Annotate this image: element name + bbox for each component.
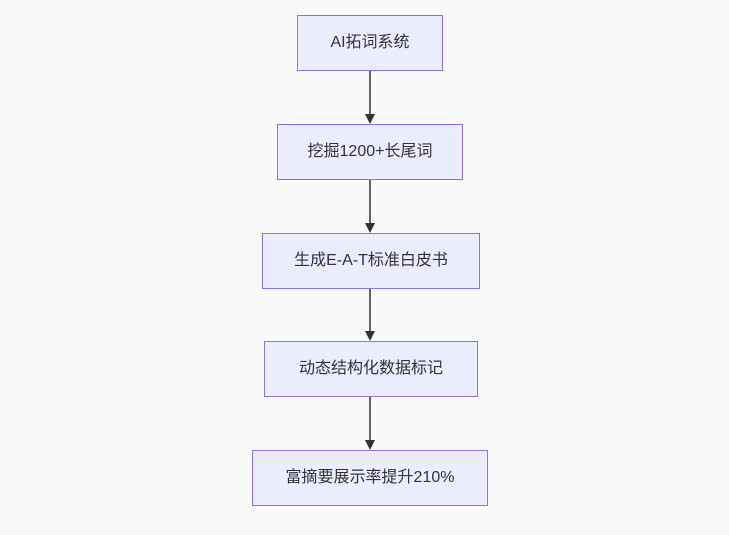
flow-node-label: 挖掘1200+长尾词 <box>307 143 433 160</box>
flow-node-structured-data-markup: 动态结构化数据标记 <box>264 341 478 397</box>
flow-node-label: AI拓词系统 <box>330 34 410 51</box>
flow-node-longtail-mining: 挖掘1200+长尾词 <box>277 124 463 180</box>
flow-node-ai-keyword-system: AI拓词系统 <box>297 15 443 71</box>
flow-node-label: 生成E-A-T标准白皮书 <box>294 252 448 269</box>
flow-node-rich-snippet-uplift: 富摘要展示率提升210% <box>252 450 488 506</box>
flow-node-label: 富摘要展示率提升210% <box>285 469 455 486</box>
flow-node-eat-whitepaper: 生成E-A-T标准白皮书 <box>262 233 480 289</box>
flow-node-label: 动态结构化数据标记 <box>298 360 443 377</box>
